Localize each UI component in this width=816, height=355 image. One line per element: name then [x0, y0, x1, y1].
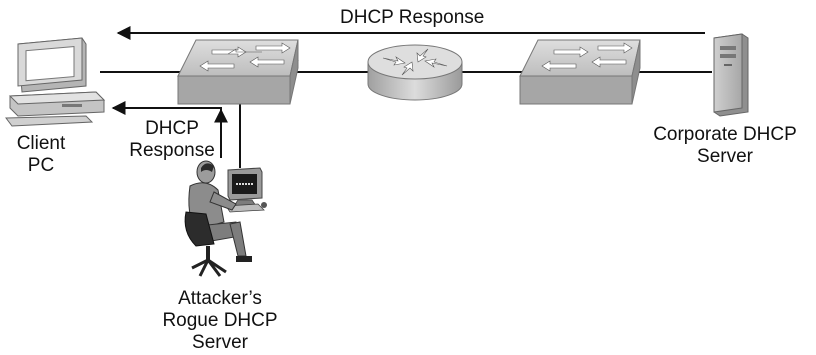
client-label-line2: PC [27, 155, 55, 176]
attacker-label-line2: Rogue DHCP [162, 310, 278, 331]
desktop-pc-icon [5, 37, 106, 127]
switch-icon [519, 39, 641, 105]
rogue-response-label-line1: DHCP [145, 118, 199, 139]
client-pc-label: Client PC [8, 133, 74, 177]
person-at-workstation-icon [184, 160, 267, 277]
attacker-server-label: Attacker’s Rogue DHCP Server [160, 288, 280, 354]
corporate-server-label: Corporate DHCP Server [640, 124, 810, 168]
corporate-label-line1: Corporate DHCP [653, 124, 797, 145]
client-label-line1: Client [16, 133, 66, 154]
corporate-label-line2: Server [697, 146, 753, 167]
rogue-response-label-line2: Response [129, 140, 215, 161]
switch-icon [177, 39, 299, 105]
tower-server-icon [713, 33, 749, 117]
top-response-label: DHCP Response [340, 7, 485, 28]
rogue-response-label: DHCP Response [124, 118, 220, 162]
attacker-label-line3: Server [192, 332, 248, 353]
attacker-label-line1: Attacker’s [178, 288, 262, 309]
router-icon [367, 44, 463, 101]
